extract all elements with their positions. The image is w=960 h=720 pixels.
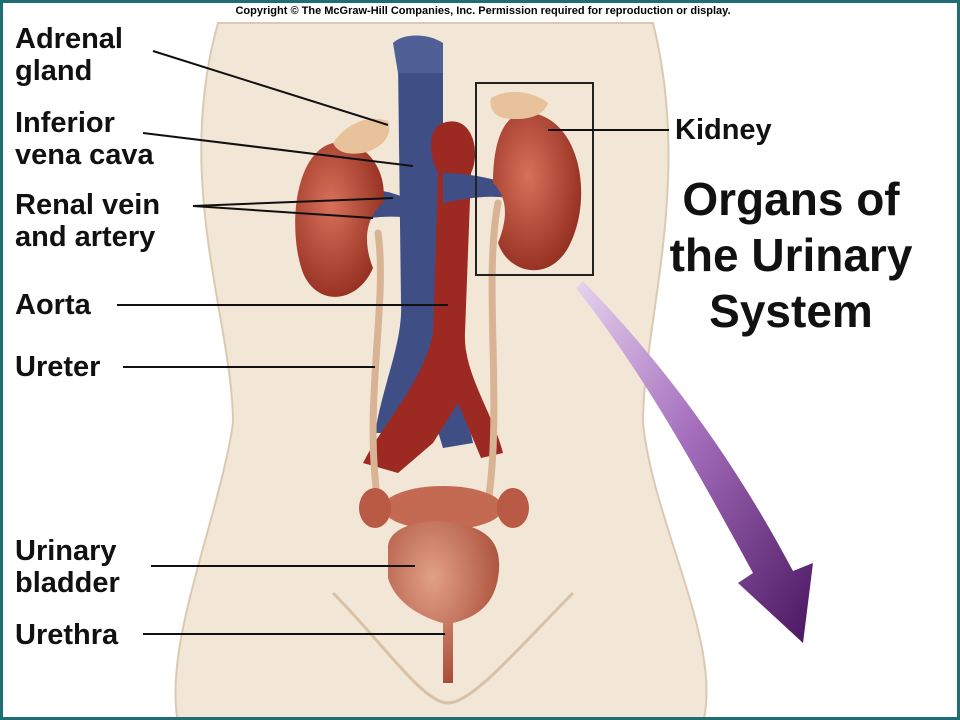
aorta-shape: [363, 121, 503, 473]
label-ureter: Ureter: [15, 351, 101, 383]
label-urinary-bladder: Urinary bladder: [15, 535, 120, 599]
label-aorta: Aorta: [15, 289, 91, 321]
label-ivc-line1: Inferior: [15, 107, 115, 139]
right-ureter: [484, 199, 502, 507]
urinary-system-illustration: [117, 22, 813, 717]
title-line-1: Organs of: [682, 173, 900, 225]
right-ovary: [497, 488, 529, 528]
label-adrenal-line1: Adrenal: [15, 23, 123, 55]
label-bladder-line2: bladder: [15, 567, 120, 599]
label-kidney: Kidney: [675, 114, 772, 146]
groin-curve: [331, 591, 575, 705]
uterus-shape: [383, 486, 503, 530]
right-kidney-shape: [493, 112, 582, 271]
left-adrenal-shape: [333, 118, 390, 154]
kidney-inset-box: [475, 82, 594, 276]
leader-adrenal: [152, 50, 389, 126]
label-renal-line1: Renal vein: [15, 189, 161, 221]
right-adrenal-shape: [490, 91, 548, 120]
leader-ivc: [142, 132, 414, 167]
urinary-bladder-shape: [388, 521, 500, 683]
copyright-notice: Copyright © The McGraw-Hill Companies, I…: [235, 5, 731, 17]
label-inferior-vena-cava: Inferior vena cava: [15, 107, 154, 171]
leader-renal-artery: [192, 205, 374, 219]
purple-arrow-icon: [576, 281, 813, 643]
leader-renal-vein: [192, 197, 394, 207]
label-ivc-line2: vena cava: [15, 139, 154, 171]
label-adrenal-gland: Adrenal gland: [15, 23, 123, 87]
label-renal-line2: and artery: [15, 221, 156, 253]
inferior-vena-cava-shape: [375, 63, 473, 448]
label-renal-vein-artery: Renal vein and artery: [15, 189, 160, 253]
left-ovary: [359, 488, 391, 528]
title-line-3: System: [709, 285, 873, 337]
label-adrenal-line2: gland: [15, 55, 93, 87]
label-urethra: Urethra: [15, 619, 119, 651]
diagram-title: Organs of the Urinary System: [641, 171, 941, 339]
title-line-2: the Urinary: [669, 229, 913, 281]
left-ureter: [369, 229, 384, 507]
vena-cava-top: [393, 35, 443, 73]
left-kidney-shape: [295, 142, 384, 297]
label-bladder-line1: Urinary: [15, 535, 117, 567]
